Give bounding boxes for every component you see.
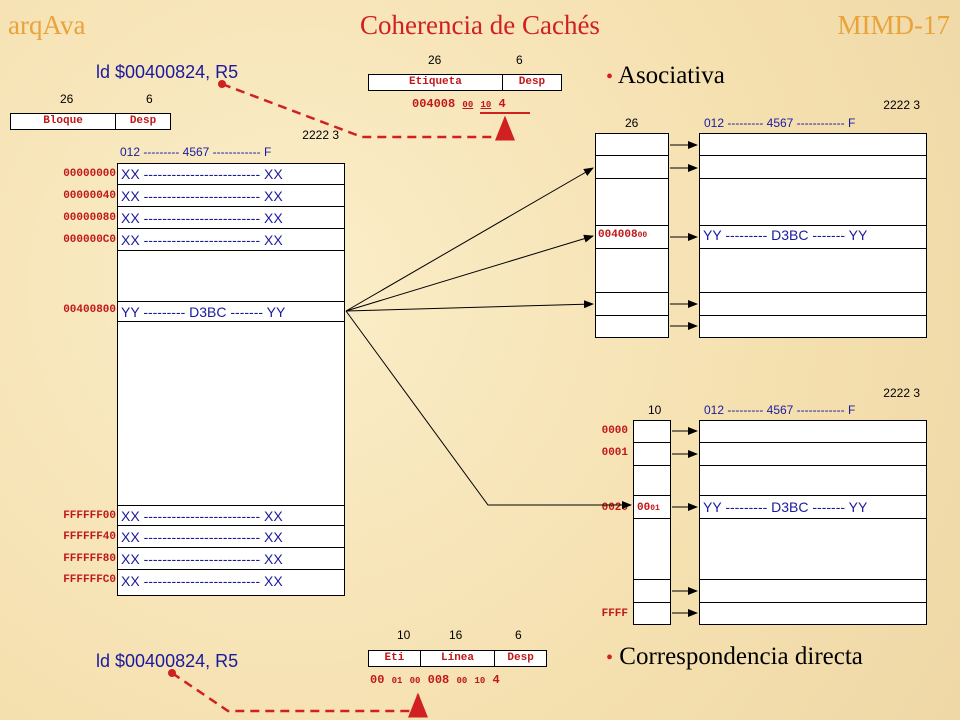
assoc-tag-array [595, 133, 669, 338]
direct-tag-array [633, 420, 671, 625]
slide-title: Coherencia de Cachés [360, 10, 600, 40]
direct-addr-part: 4 [492, 673, 500, 687]
field-desp: Desp [518, 76, 546, 88]
assoc-address-split: 004008 00 10 4 [412, 97, 506, 111]
direct-tag-bits: 10 [648, 403, 662, 417]
direct-addr-part: 00 [409, 676, 421, 686]
assoc-cols-bottom: 012 --------- 4567 ------------ F [704, 116, 856, 130]
mem-row: XX ------------------------- XX [118, 527, 344, 548]
field-eti: Eti [369, 651, 421, 666]
assoc-data-lines [699, 133, 927, 338]
direct-tag-value: 00 [637, 502, 651, 514]
main-memory: XX ------------------------- XX XX -----… [117, 163, 345, 596]
assoc-tag-bits: 26 [625, 116, 639, 130]
assoc-addr-sub1: 00 [462, 100, 474, 110]
assoc-tag-value: 004008 [598, 229, 638, 241]
mem-row: XX ------------------------- XX [118, 549, 344, 570]
header-left: arqAva [8, 10, 86, 40]
assoc-addr-end: 4 [498, 97, 506, 111]
mem-cols-bottom: 012 --------- 4567 ------------ F [120, 145, 272, 159]
arrow-assoc-3 [345, 300, 594, 312]
direct-line-content: YY --------- D3BC ------- YY [703, 499, 868, 515]
direct-tag-lines [633, 420, 671, 625]
direct-bits-tag: 10 [397, 628, 411, 642]
instruction-top: ld $00400824, R5 [96, 62, 239, 82]
mem-bits-offset: 6 [146, 92, 153, 106]
red-dashed-bottom [171, 671, 428, 718]
mem-address-format: Bloque Desp [10, 113, 171, 130]
field-etiqueta: Etiqueta [369, 75, 503, 90]
assoc-data-array [699, 133, 927, 338]
mem-row-target: YY --------- D3BC ------- YY [118, 301, 344, 322]
arrow-assoc-2 [345, 234, 594, 312]
mem-address: 000000C0 [63, 234, 116, 246]
mem-address: FFFFFFC0 [63, 574, 116, 586]
arrow-direct [345, 310, 632, 509]
mem-address: FFFFFF80 [63, 553, 116, 565]
direct-addr-part: 10 [474, 676, 486, 686]
direct-addr-part: 00 [456, 676, 468, 686]
direct-bits-line: 16 [449, 628, 463, 642]
mem-address: 00000080 [63, 212, 116, 224]
bullet-asociativa: • Asociativa [606, 62, 725, 89]
header-right: MIMD-17 [837, 10, 951, 40]
mem-address: 00400800 [63, 304, 116, 316]
direct-tag-sub: 01 [650, 504, 660, 513]
direct-tag-entry: 0001 [637, 502, 660, 514]
direct-bits-offset: 6 [515, 628, 522, 642]
mem-cols-top: 2222 3 [302, 128, 339, 142]
field-desp: Desp [129, 115, 157, 127]
assoc-bits-tag: 26 [428, 53, 442, 67]
mem-row-target-text: YY --------- D3BC ------- YY [121, 304, 286, 320]
arrow-assoc-1 [345, 167, 594, 312]
field-bloque: Bloque [11, 114, 117, 129]
direct-line-label: 0001 [601, 447, 628, 459]
assoc-tag-lines [595, 133, 669, 338]
bullet-asociativa-text: Asociativa [617, 62, 725, 89]
assoc-cols-top: 2222 3 [883, 98, 920, 112]
mem-address: FFFFFF00 [63, 510, 116, 522]
assoc-tag-sub: 00 [637, 231, 648, 240]
direct-addr-part: 008 [427, 673, 450, 687]
mem-row: XX ------------------------- XX [118, 164, 344, 185]
bullet-directa-text: Correspondencia directa [619, 643, 863, 670]
assoc-addr-tag: 004008 [412, 97, 456, 111]
mem-row: XX ------------------------- XX [118, 208, 344, 229]
direct-cols-top: 2222 3 [883, 386, 920, 400]
direct-addr-part: 00 [370, 673, 385, 687]
field-desp: Desp [507, 652, 534, 664]
direct-address-format: Eti Línea Desp [368, 650, 547, 667]
direct-cols-bottom: 012 --------- 4567 ------------ F [704, 403, 856, 417]
assoc-address-format: Etiqueta Desp [368, 74, 562, 91]
bullet-directa: • Correspondencia directa [606, 643, 863, 670]
instruction-bottom: ld $00400824, R5 [96, 651, 239, 671]
mem-row: XX ------------------------- XX [118, 186, 344, 207]
assoc-addr-sub2: 10 [480, 100, 492, 110]
direct-data-lines [699, 420, 927, 625]
mem-address: FFFFFF40 [63, 531, 116, 543]
direct-address-split: 00 01 00 008 00 10 4 [370, 673, 500, 687]
red-dashed-top [221, 82, 515, 141]
mem-address: 00000040 [63, 190, 116, 202]
direct-line-label: 0000 [601, 425, 628, 437]
direct-addr-part: 01 [391, 676, 403, 686]
mem-row: XX ------------------------- XX [118, 230, 344, 251]
field-linea: Línea [421, 651, 496, 666]
direct-data-array [699, 420, 927, 625]
mem-address: 00000000 [63, 168, 116, 180]
direct-line-label: FFFF [601, 608, 628, 620]
mem-row: XX ------------------------- XX [121, 573, 283, 589]
assoc-bits-offset: 6 [516, 53, 523, 67]
assoc-tag-entry: 00400800 [598, 229, 647, 241]
mem-bits-block: 26 [60, 92, 74, 106]
mem-row: XX ------------------------- XX [118, 505, 344, 526]
assoc-line-content: YY --------- D3BC ------- YY [703, 227, 868, 243]
